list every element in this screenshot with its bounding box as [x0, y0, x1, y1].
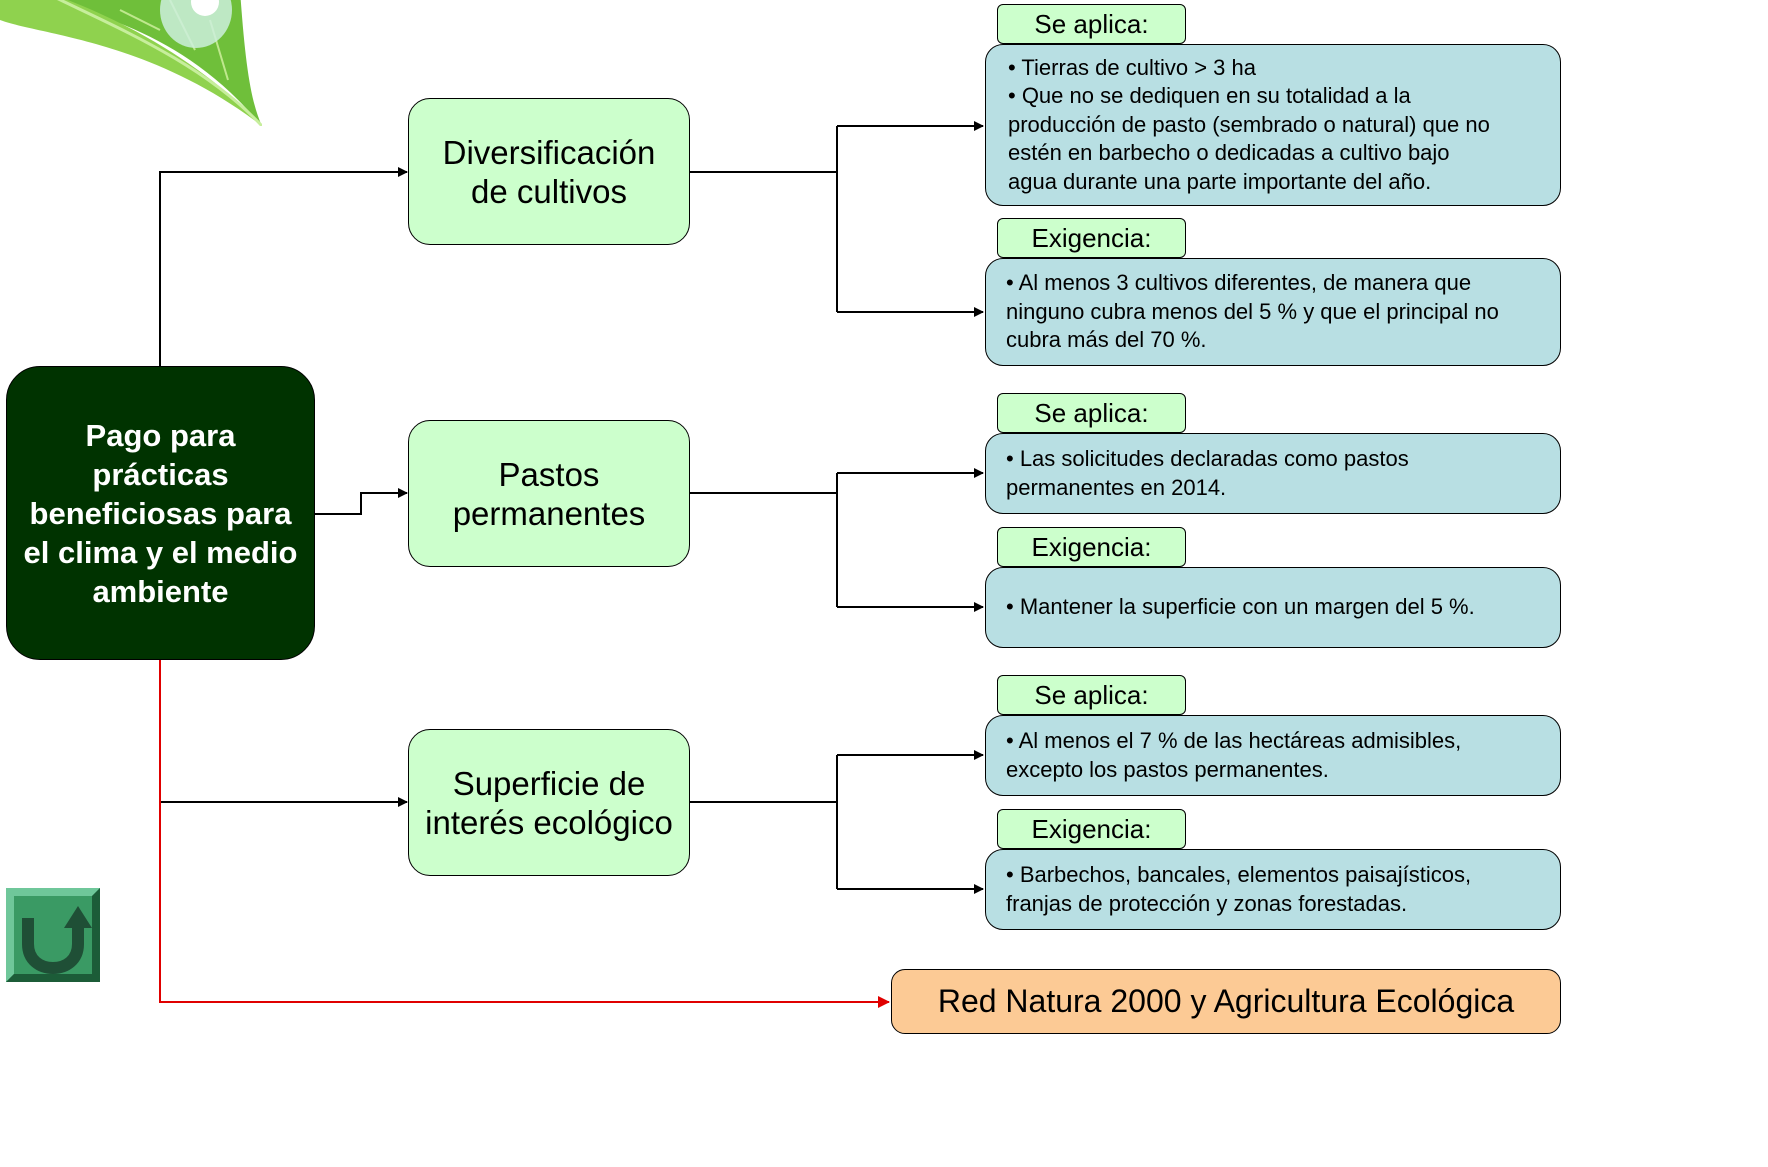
detail-line: producción de pasto (sembrado o natural)… [1008, 111, 1490, 137]
connector-main-to-red-natura [159, 660, 890, 1008]
applies-tag: Se aplica: [997, 393, 1186, 433]
red-natura-label: Red Natura 2000 y Agricultura Ecológica [937, 983, 1515, 1019]
category-pastos-box: Pastos permanentes [408, 420, 690, 567]
detail-line: • Que no se dediquen en su totalidad a l… [1008, 83, 1411, 109]
detail-line: cubra más del 70 %. [1006, 327, 1207, 353]
connector-main-to-diversificacion [159, 167, 408, 366]
red-natura-box: Red Natura 2000 y Agricultura Ecológica [891, 969, 1561, 1034]
detail-line: • Las solicitudes declaradas como pastos [1006, 446, 1409, 471]
requirement-tag-label: Exigencia: [1031, 222, 1152, 253]
leaf-icon [0, 0, 262, 126]
detail-line: ninguno cubra menos del 5 % y que el pri… [1006, 298, 1499, 324]
applies-detail-box: • Tierras de cultivo > 3 ha • Que no se … [985, 44, 1561, 206]
detail-line: estén en barbecho o dedicadas a cultivo … [1008, 140, 1450, 166]
main-topic-label: Pago para prácticas beneficiosas para el… [23, 417, 298, 609]
category-diversificacion-box: Diversificación de cultivos [408, 98, 690, 245]
detail-line: • Al menos el 7 % de las hectáreas admis… [1006, 728, 1462, 753]
requirement-tag: Exigencia: [997, 809, 1186, 849]
applies-tag-label: Se aplica: [1034, 397, 1149, 428]
applies-tag: Se aplica: [997, 675, 1186, 715]
detail-line: agua durante una parte importante del añ… [1008, 168, 1432, 194]
return-arrow-icon [6, 888, 100, 982]
return-button[interactable] [6, 888, 100, 982]
requirement-tag: Exigencia: [997, 218, 1186, 258]
requirement-tag: Exigencia: [997, 527, 1186, 567]
requirement-tag-label: Exigencia: [1031, 813, 1152, 844]
requirement-detail-box: • Mantener la superficie con un margen d… [985, 567, 1561, 648]
detail-line: • Barbechos, bancales, elementos paisají… [1006, 862, 1472, 887]
requirement-detail-box: • Al menos 3 cultivos diferentes, de man… [985, 258, 1561, 366]
applies-tag-label: Se aplica: [1034, 8, 1149, 39]
applies-detail-box: • Las solicitudes declaradas como pastos… [985, 433, 1561, 514]
detail-line: permanentes en 2014. [1006, 474, 1227, 500]
detail-line: • Mantener la superficie con un margen d… [1006, 594, 1475, 620]
category-label: Pastos permanentes [452, 455, 646, 532]
applies-detail-box: • Al menos el 7 % de las hectáreas admis… [985, 715, 1561, 796]
detail-line: excepto los pastos permanentes. [1006, 756, 1329, 782]
main-topic-box: Pago para prácticas beneficiosas para el… [6, 366, 315, 660]
requirement-tag-label: Exigencia: [1031, 531, 1152, 562]
category-superficie-box: Superficie de interés ecológico [408, 729, 690, 876]
detail-line: • Al menos 3 cultivos diferentes, de man… [1006, 270, 1472, 296]
detail-line: • Tierras de cultivo > 3 ha [1008, 54, 1256, 80]
detail-line: franjas de protección y zonas forestadas… [1006, 890, 1408, 916]
category-label: Superficie de interés ecológico [425, 764, 673, 841]
applies-tag: Se aplica: [997, 4, 1186, 44]
requirement-detail-box: • Barbechos, bancales, elementos paisají… [985, 849, 1561, 930]
connector-main-to-pastos [315, 488, 408, 515]
category-label: Diversificación de cultivos [442, 133, 656, 210]
applies-tag-label: Se aplica: [1034, 679, 1149, 710]
